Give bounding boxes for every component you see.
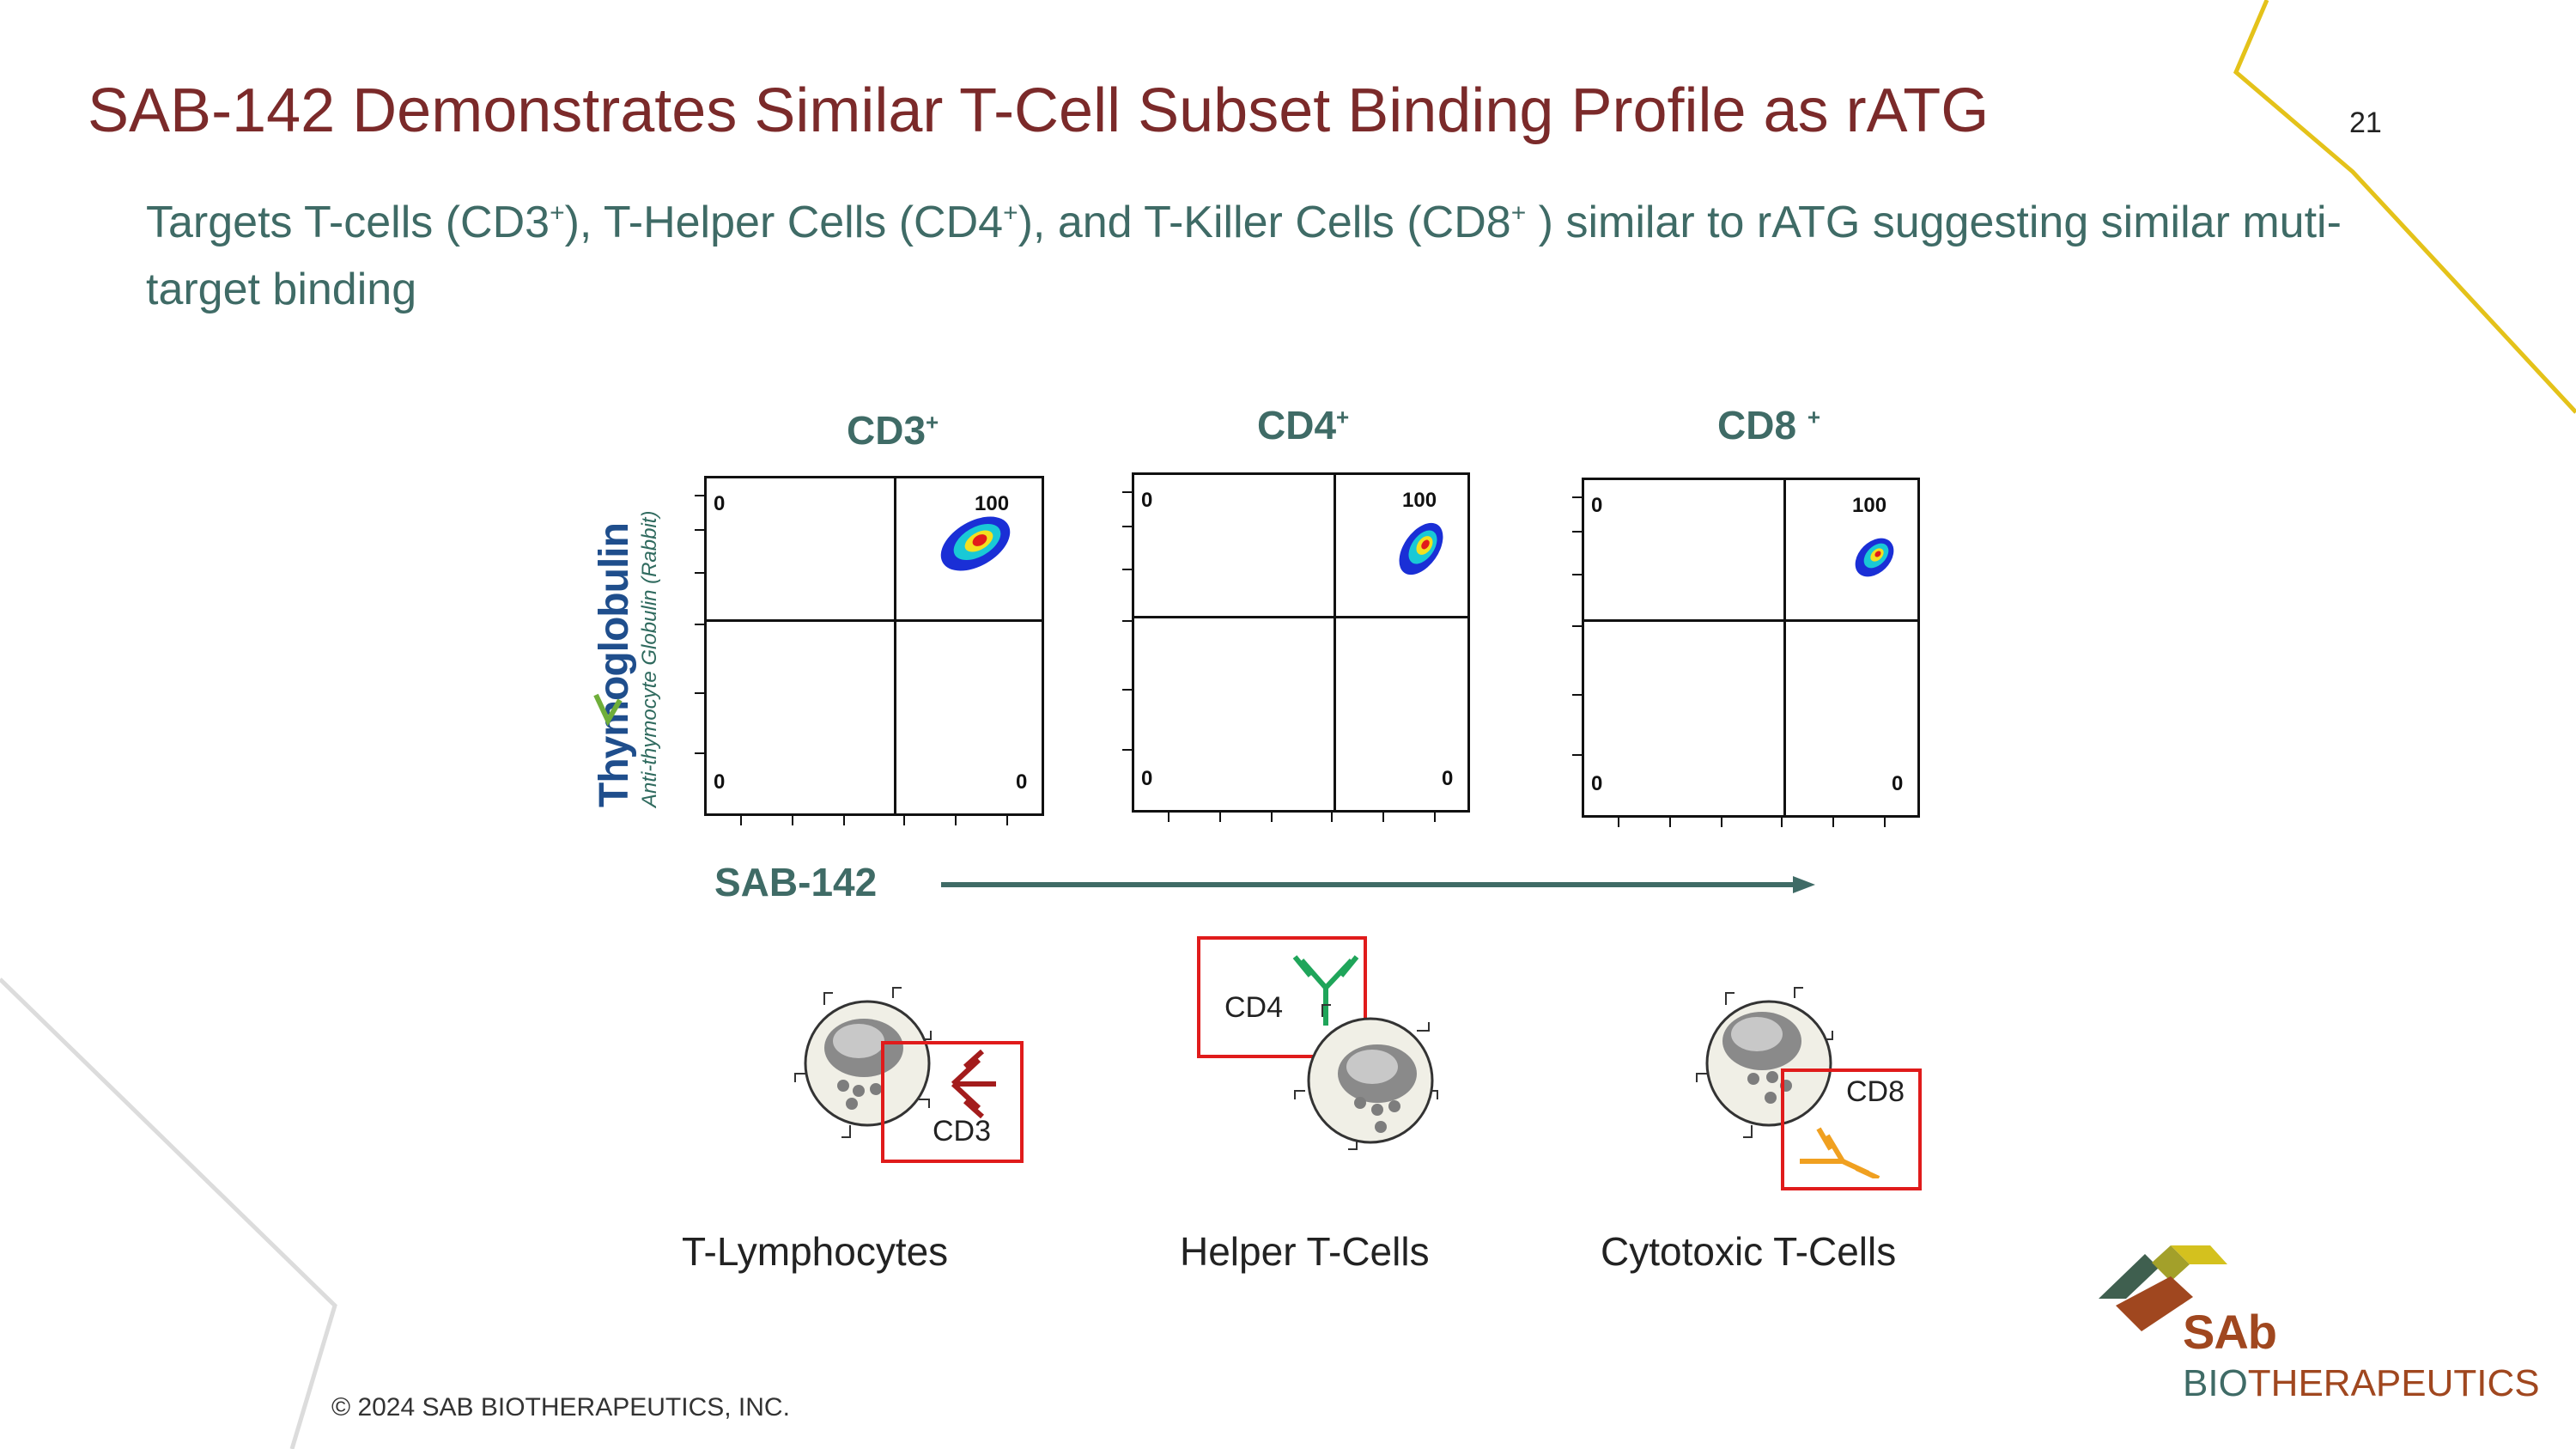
cd8-antibody-icon: [1800, 1127, 1880, 1178]
gray-accent-line: [0, 977, 337, 1449]
sab-logo-mark-icon: [2099, 1245, 2227, 1331]
quadrant-top-right-value: 100: [1402, 489, 1437, 512]
sab-logo: SAb BIOTHERAPEUTICS: [2081, 1245, 2540, 1409]
logo-tagline-therapeutics: THERAPEUTICS: [2247, 1362, 2540, 1404]
y-axis-ticks: [1572, 496, 1583, 756]
thymoglobulin-name: Thymoglobulin: [592, 523, 637, 807]
quadrant-bottom-right-value: 0: [1442, 767, 1454, 790]
quadrant-top-right-value: 100: [1852, 494, 1887, 517]
slide-subtitle: Targets T-cells (CD3+), T-Helper Cells (…: [146, 189, 2344, 323]
cell-label-t-lymphocytes: T-Lymphocytes: [682, 1229, 949, 1274]
cd4-marker-box: CD4: [1197, 936, 1367, 1058]
sab-logo-wordmark: SAb: [2183, 1305, 2277, 1359]
cd3-marker-box: CD3: [881, 1041, 1024, 1163]
quadrant-divider-vertical: [894, 478, 896, 813]
cd8-marker-box: CD8: [1781, 1068, 1922, 1190]
flow-plot-cd8: 0 100 0 0: [1572, 478, 1920, 827]
y-axis-ticks: [695, 495, 705, 754]
flow-plot-cd4: 0 100 0 0: [1122, 472, 1470, 822]
cd4-antibody-icon: [1292, 955, 1359, 1026]
plot-title-text: CD8: [1717, 403, 1807, 447]
quadrant-bottom-right-value: 0: [1016, 770, 1028, 794]
x-axis-ticks: [1168, 812, 1436, 822]
quadrant-divider-vertical: [1334, 475, 1336, 810]
cytotoxic-t-cell-icon: [1696, 987, 1833, 1138]
plot-title-cd8: CD8 +: [1717, 402, 1820, 448]
cd4-marker-label: CD4: [1224, 991, 1284, 1024]
plot-title-cd3: CD3+: [847, 407, 939, 454]
superscript: +: [1336, 404, 1350, 430]
subtitle-part: ), T-Helper Cells (CD4: [564, 198, 1004, 247]
cd3-marker-label: CD3: [933, 1115, 992, 1148]
thymoglobulin-subname: Anti-thymocyte Globulin (Rabbit): [638, 510, 661, 807]
superscript: +: [1807, 404, 1820, 430]
y-axis-ticks: [1122, 491, 1133, 751]
quadrant-bottom-right-value: 0: [1892, 772, 1904, 795]
x-axis-label: SAB-142: [714, 860, 878, 904]
cd3-antibody-icon: [951, 1050, 996, 1118]
quadrant-divider-horizontal: [1584, 619, 1917, 622]
quadrant-divider-horizontal: [707, 619, 1042, 622]
subtitle-part: ) similar to rATG suggesting similar mut…: [146, 198, 2342, 314]
superscript: +: [926, 409, 939, 435]
x-axis-ticks: [1618, 817, 1886, 827]
quadrant-top-left-value: 0: [1591, 494, 1603, 517]
superscript: +: [1003, 198, 1018, 228]
check-mark-icon: [593, 693, 623, 726]
quadrant-top-left-value: 0: [714, 492, 726, 515]
slide-title: SAB-142 Demonstrates Similar T-Cell Subs…: [88, 76, 1990, 145]
flow-plot-cd3: 0 100 0 0: [695, 476, 1044, 825]
y-axis-brand: Thymoglobulin Anti-thymocyte Globulin (R…: [592, 472, 670, 807]
quadrant-divider-horizontal: [1134, 616, 1467, 618]
quadrant-top-left-value: 0: [1141, 489, 1153, 512]
quadrant-bottom-left-value: 0: [1141, 767, 1153, 790]
x-axis-ticks: [740, 815, 1008, 825]
yellow-accent-line: [2233, 0, 2576, 414]
cell-population-cluster: [1855, 538, 1894, 577]
t-lymphocyte-cell-icon: [794, 987, 932, 1138]
quadrant-bottom-left-value: 0: [714, 770, 726, 794]
cd8-marker-label: CD8: [1846, 1075, 1905, 1108]
superscript: +: [1510, 198, 1527, 228]
quadrant-top-right-value: 100: [975, 492, 1010, 515]
cell-label-helper-t-cells: Helper T-Cells: [1180, 1229, 1430, 1274]
quadrant-divider-vertical: [1783, 480, 1786, 815]
quadrant-bottom-left-value: 0: [1591, 772, 1603, 795]
plot-title-text: CD3: [847, 408, 927, 453]
cell-label-cytotoxic-t-cells: Cytotoxic T-Cells: [1601, 1229, 1897, 1274]
sab-142-arrow-icon: [941, 876, 1815, 893]
plot-title-text: CD4: [1257, 403, 1337, 447]
cell-population-cluster: [1399, 522, 1443, 575]
subtitle-part: ), and T-Killer Cells (CD8: [1018, 198, 1511, 247]
plot-title-cd4: CD4+: [1257, 402, 1349, 448]
page-number: 21: [2349, 107, 2382, 139]
subtitle-part: Targets T-cells (CD3: [146, 198, 550, 247]
sab-logo-tagline: BIOTHERAPEUTICS: [2183, 1362, 2540, 1405]
superscript: +: [550, 198, 565, 228]
copyright-text: © 2024 SAB BIOTHERAPEUTICS, INC.: [331, 1393, 790, 1422]
helper-t-cell-icon: [1294, 1004, 1438, 1150]
logo-tagline-bio: BIO: [2183, 1362, 2248, 1404]
cell-population-cluster: [940, 516, 1011, 571]
